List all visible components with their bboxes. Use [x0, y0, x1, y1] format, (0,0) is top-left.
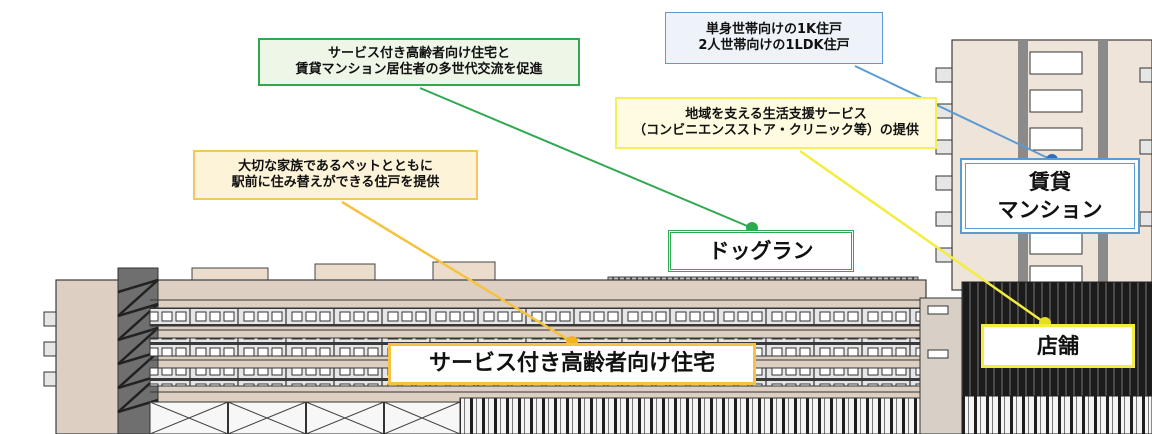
rental-apartment-label: 賃貸 マンション	[960, 158, 1140, 234]
shop-text: 店舗	[1037, 333, 1079, 358]
rental-tower	[935, 39, 1152, 434]
callout-line: 駅前に住み替えができる住戸を提供	[231, 175, 440, 190]
pet-friendly-callout: 大切な家族であるペットとともに 駅前に住み替えができる住戸を提供	[193, 150, 478, 200]
dog-run-label: ドッグラン	[668, 230, 854, 272]
senior-housing-label: サービス付き高齢者向け住宅	[388, 343, 756, 385]
callout-line: （コンビニエンスストア・クリニック等）の提供	[633, 123, 919, 138]
callout-line: 2人世帯向けの1LDK住戸	[698, 38, 850, 53]
callout-line: 単身世帯向けの1K住戸	[705, 21, 843, 37]
callout-line: 地域を支える生活支援サービス	[685, 106, 867, 122]
callout-line: 賃貸マンション居住者の多世代交流を促進	[295, 62, 543, 77]
community-services-callout: 地域を支える生活支援サービス （コンビニエンスストア・クリニック等）の提供	[615, 97, 937, 149]
callout-line: 大切な家族であるペットとともに	[238, 158, 433, 174]
multigenerational-exchange-callout: サービス付き高齢者向け住宅と 賃貸マンション居住者の多世代交流を促進	[258, 38, 580, 86]
rental-label-line: マンション	[997, 198, 1103, 222]
shop-label: 店舗	[981, 324, 1135, 368]
rental-label-line: 賃貸	[1029, 169, 1071, 194]
unit-types-callout: 単身世帯向けの1K住戸 2人世帯向けの1LDK住戸	[665, 12, 883, 64]
callout-line: サービス付き高齢者向け住宅と	[327, 45, 510, 61]
senior-housing-text: サービス付き高齢者向け住宅	[428, 351, 715, 377]
dog-run-text: ドッグラン	[708, 238, 814, 263]
